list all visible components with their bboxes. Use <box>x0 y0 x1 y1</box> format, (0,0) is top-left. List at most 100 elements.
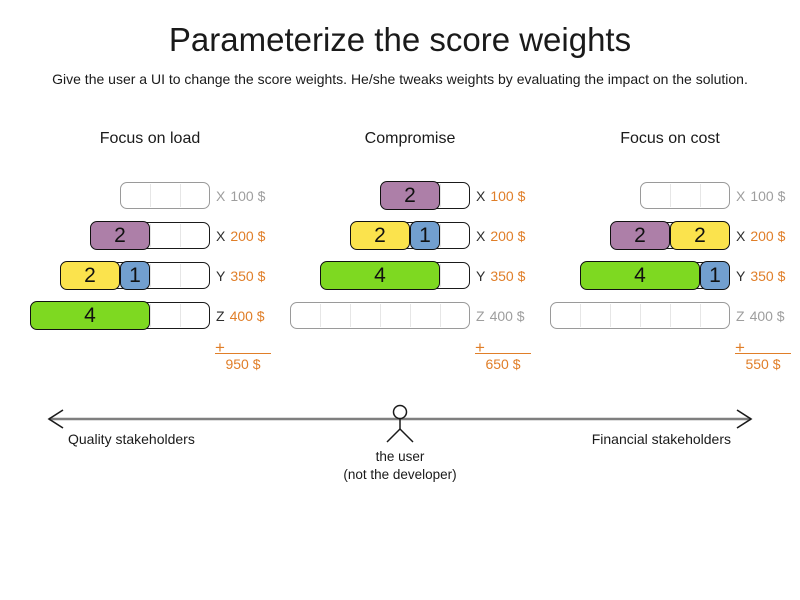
price-label: 400 $ <box>489 307 525 324</box>
slot-divider <box>669 304 671 327</box>
constraint-letter: Z <box>736 307 745 324</box>
right-arrowhead-icon <box>736 409 753 429</box>
user-stick-figure-icon <box>386 404 414 443</box>
financial-stakeholders-label: Financial stakeholders <box>591 431 731 447</box>
slot-divider <box>699 184 701 207</box>
slot-box <box>290 302 470 329</box>
plus-sign-icon: + <box>735 338 745 357</box>
weight-block: 2 <box>610 221 670 250</box>
constraint-letter: X <box>476 187 486 204</box>
slot-box: 4 <box>30 301 210 330</box>
slot-box <box>120 182 210 209</box>
sum-line <box>735 353 791 354</box>
slot-box <box>640 182 730 209</box>
plus-sign-icon: + <box>215 338 225 357</box>
slot-divider <box>409 304 411 327</box>
constraint-letter: Z <box>476 307 485 324</box>
slot-divider <box>179 304 181 327</box>
slot-divider <box>149 264 151 287</box>
user-label-line2: (not the developer) <box>343 467 457 482</box>
total-amount: 550 $ <box>745 356 781 372</box>
weight-block: 2 <box>380 181 440 210</box>
sum-line <box>215 353 271 354</box>
constraint-letter: Z <box>216 307 225 324</box>
price-label: 350 $ <box>230 267 266 284</box>
slot-divider <box>439 264 441 287</box>
slot-divider <box>319 304 321 327</box>
weight-block: 4 <box>30 301 150 330</box>
weight-block: 2 <box>90 221 150 250</box>
slot-divider <box>439 304 441 327</box>
quality-stakeholders-label: Quality stakeholders <box>68 431 195 447</box>
scenario-title: Focus on load <box>99 130 201 147</box>
constraint-letter: Y <box>736 267 746 284</box>
weight-block: 2 <box>670 221 730 250</box>
stakeholder-axis <box>47 404 753 443</box>
price-label: 400 $ <box>229 307 265 324</box>
total-sum: +550 $ <box>735 337 791 379</box>
total-amount: 950 $ <box>225 356 261 372</box>
total-sum: +650 $ <box>475 337 531 379</box>
left-arrowhead-icon <box>47 409 64 429</box>
price-label: 200 $ <box>230 227 266 244</box>
slot-divider <box>439 224 441 247</box>
total-sum: +950 $ <box>215 337 271 379</box>
page-subtitle: Give the user a UI to change the score w… <box>52 71 748 87</box>
weight-block: 1 <box>120 261 150 290</box>
page-title: Parameterize the score weights <box>168 21 632 58</box>
slot-box <box>550 302 730 329</box>
price-label: 350 $ <box>750 267 786 284</box>
slot-divider <box>609 304 611 327</box>
slot-divider <box>179 184 181 207</box>
user-label-line1: the user <box>375 449 425 464</box>
weight-block: 1 <box>410 221 440 250</box>
constraint-letter: X <box>476 227 486 244</box>
slot-box: 2 <box>380 181 470 210</box>
price-label: 200 $ <box>490 227 526 244</box>
slot-divider <box>439 184 441 207</box>
slot-divider <box>639 304 641 327</box>
plus-sign-icon: + <box>475 338 485 357</box>
weight-block: 1 <box>700 261 730 290</box>
price-label: 100 $ <box>230 187 266 204</box>
price-label: 100 $ <box>490 187 526 204</box>
constraint-letter: X <box>736 227 746 244</box>
slot-divider <box>179 264 181 287</box>
price-label: 400 $ <box>749 307 785 324</box>
slot-divider <box>699 304 701 327</box>
slot-divider <box>579 304 581 327</box>
slot-divider <box>379 304 381 327</box>
total-amount: 650 $ <box>485 356 521 372</box>
price-label: 200 $ <box>750 227 786 244</box>
